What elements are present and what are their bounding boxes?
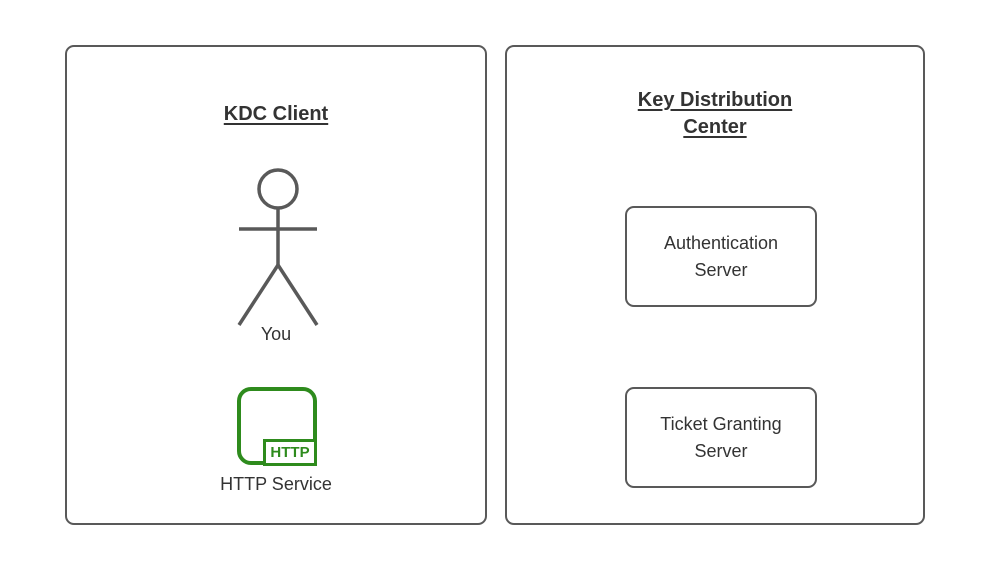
- ticket-granting-server-node: Ticket Granting Server: [625, 387, 817, 488]
- person-icon: [237, 168, 319, 326]
- http-service-label: HTTP Service: [220, 474, 332, 494]
- actor-label: You: [260, 324, 292, 344]
- http-badge: HTTP: [263, 439, 317, 466]
- key-distribution-center-title: Key Distribution Center: [637, 89, 793, 138]
- kdc-client-panel: KDC Client You HTTP HTTP Service: [65, 45, 487, 525]
- http-service-icon: HTTP: [237, 387, 317, 466]
- authentication-server-node: Authentication Server: [625, 206, 817, 307]
- key-distribution-center-panel: Key Distribution Center Authentication S…: [505, 45, 925, 525]
- kdc-client-title: KDC Client: [223, 103, 329, 125]
